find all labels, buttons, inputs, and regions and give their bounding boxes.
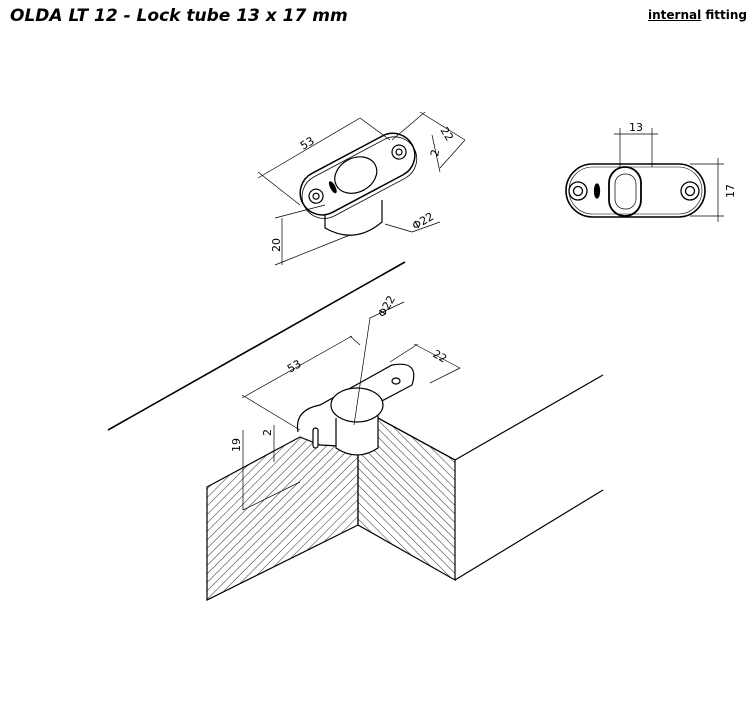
dim-installed-thickness-2: 2 (261, 429, 274, 436)
dim-depth-20: 20 (270, 238, 283, 252)
dim-installed-width-22: 22 (431, 347, 450, 365)
page-title: OLDA LT 12 - Lock tube 13 x 17 mm (10, 6, 348, 26)
dimension-lines (257, 111, 466, 266)
hatched-section-left (206, 436, 359, 601)
dim-installed-depth-19: 19 (230, 438, 243, 452)
dim-thickness-2: 2 (428, 148, 442, 157)
dim-width-22: 22 (437, 125, 455, 144)
lock-tube-front-view: 13 17 (565, 121, 737, 222)
installed-section-view: Φ22 53 22 19 2 (107, 261, 604, 601)
dim-length-53: 53 (298, 134, 317, 152)
fitting-type-rest: fitting (701, 8, 747, 22)
board-edge-line (107, 261, 406, 431)
fitting-type-underlined: internal (648, 8, 702, 22)
dim-height-17: 17 (724, 184, 737, 198)
fitting-type-label: internal fitting (648, 8, 747, 22)
dim-width-13: 13 (629, 121, 643, 134)
lock-tube-isometric-view: 53 22 2 20 Φ22 (257, 111, 466, 266)
dim-installed-length-53: 53 (285, 357, 304, 375)
dim-diameter-22: Φ22 (410, 210, 436, 233)
